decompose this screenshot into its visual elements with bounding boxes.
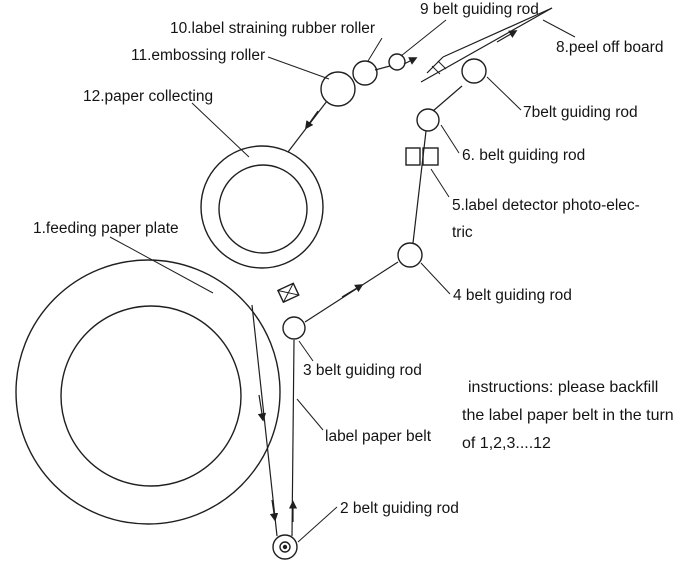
label-part-11: 11.embossing roller	[131, 47, 265, 64]
label-part-6: 6. belt guiding rod	[462, 147, 585, 164]
feeding-paper-plate-shape	[15, 259, 281, 525]
belt-guiding-rod-7-shape	[461, 58, 487, 84]
label-part-2: 2 belt guiding rod	[340, 500, 459, 517]
callout-lines	[109, 19, 576, 543]
instructions-line-2: the label paper belt in the turn	[462, 407, 674, 424]
label-part-9: 9 belt guiding rod	[420, 1, 539, 18]
label-part-4: 4 belt guiding rod	[453, 287, 572, 304]
label-part-12: 12.paper collecting	[83, 88, 213, 105]
instructions-line-1: instructions: please backfill	[468, 379, 658, 396]
label-part-3: 3 belt guiding rod	[303, 362, 422, 379]
label-part-5-line2: tric	[452, 224, 473, 241]
belt-direction-arrows	[257, 57, 418, 522]
label-part-5-line1: 5.label detector photo-elec-	[452, 197, 640, 214]
belt-guiding-rod-4-shape	[397, 242, 423, 268]
belt-clamp-shape	[276, 282, 300, 304]
belt-guiding-rod-3-shape	[282, 316, 306, 340]
peel-off-board-shape	[420, 7, 553, 83]
belt-guiding-rod-2-shape	[272, 534, 298, 560]
label-straining-rubber-roller-shape	[352, 60, 378, 86]
label-part-10: 10.label straining rubber roller	[170, 20, 375, 37]
instructions-line-3: of 1,2,3....12	[462, 435, 551, 452]
belt-guiding-rod-9-shape	[388, 53, 406, 71]
label-part-1: 1.feeding paper plate	[33, 220, 179, 237]
paper-collecting-shape	[200, 145, 324, 269]
label-part-7: 7belt guiding rod	[523, 104, 638, 121]
belt-guiding-rod-6-shape	[416, 108, 440, 132]
label-part-8: 8.peel off board	[556, 39, 663, 56]
embossing-roller-shape	[320, 71, 356, 107]
label-paper-belt-path	[251, 65, 463, 537]
label-belt: label paper belt	[325, 428, 432, 445]
instructions-text: instructions: please backfill the label …	[462, 379, 674, 452]
